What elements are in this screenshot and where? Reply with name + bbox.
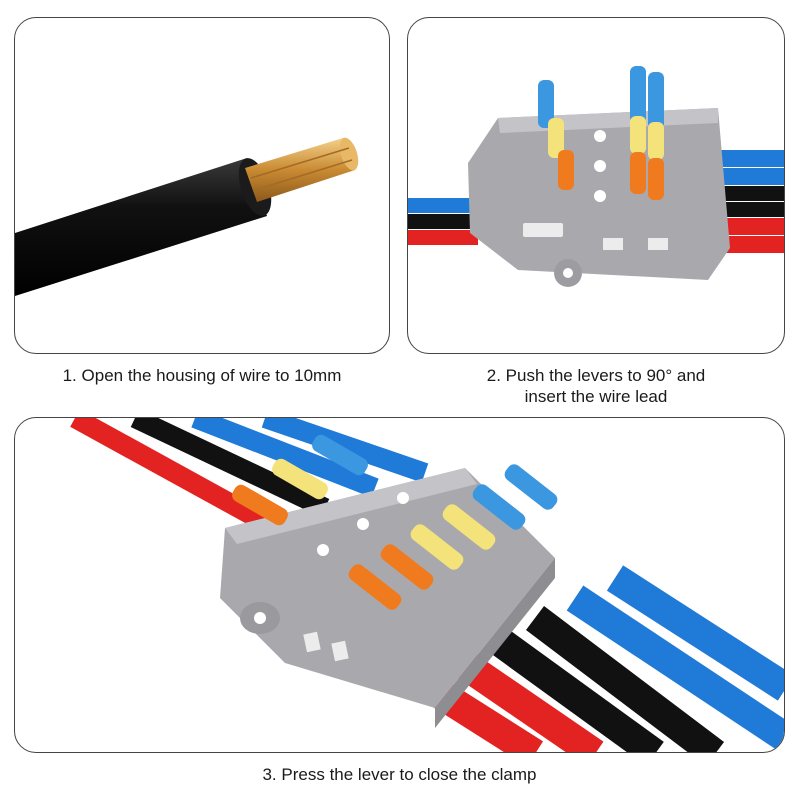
levers-closed bbox=[232, 434, 558, 610]
wires-left bbox=[408, 198, 478, 245]
step-2-panel bbox=[407, 17, 785, 354]
wires-right bbox=[718, 150, 784, 253]
step-3-number: 3. bbox=[262, 765, 277, 784]
connector-open-illustration bbox=[408, 66, 784, 287]
step-2-text-line2: insert the wire lead bbox=[524, 387, 668, 406]
step-1-number: 1. bbox=[62, 366, 77, 385]
step-3-text: Press the lever to close the clamp bbox=[281, 765, 537, 784]
levers-up bbox=[538, 66, 664, 200]
step-3-caption: 3. Press the lever to close the clamp bbox=[14, 764, 785, 785]
connector-closed-illustration bbox=[70, 418, 784, 752]
step-2-caption: 2. Push the levers to 90° and insert the… bbox=[407, 365, 785, 407]
step-1-text: Open the housing of wire to 10mm bbox=[81, 366, 342, 385]
stripped-wire-illustration bbox=[15, 137, 359, 296]
black-wire-insulation bbox=[15, 158, 272, 296]
step-1-caption: 1. Open the housing of wire to 10mm bbox=[14, 365, 390, 386]
copper-conductor bbox=[245, 137, 359, 202]
wires-back bbox=[70, 418, 429, 537]
step-3-panel bbox=[14, 417, 785, 753]
step-2-number: 2. bbox=[486, 366, 501, 385]
step-2-text: Push the levers to 90° and bbox=[505, 366, 706, 385]
connector-housing bbox=[468, 108, 730, 287]
step-1-panel bbox=[14, 17, 390, 354]
